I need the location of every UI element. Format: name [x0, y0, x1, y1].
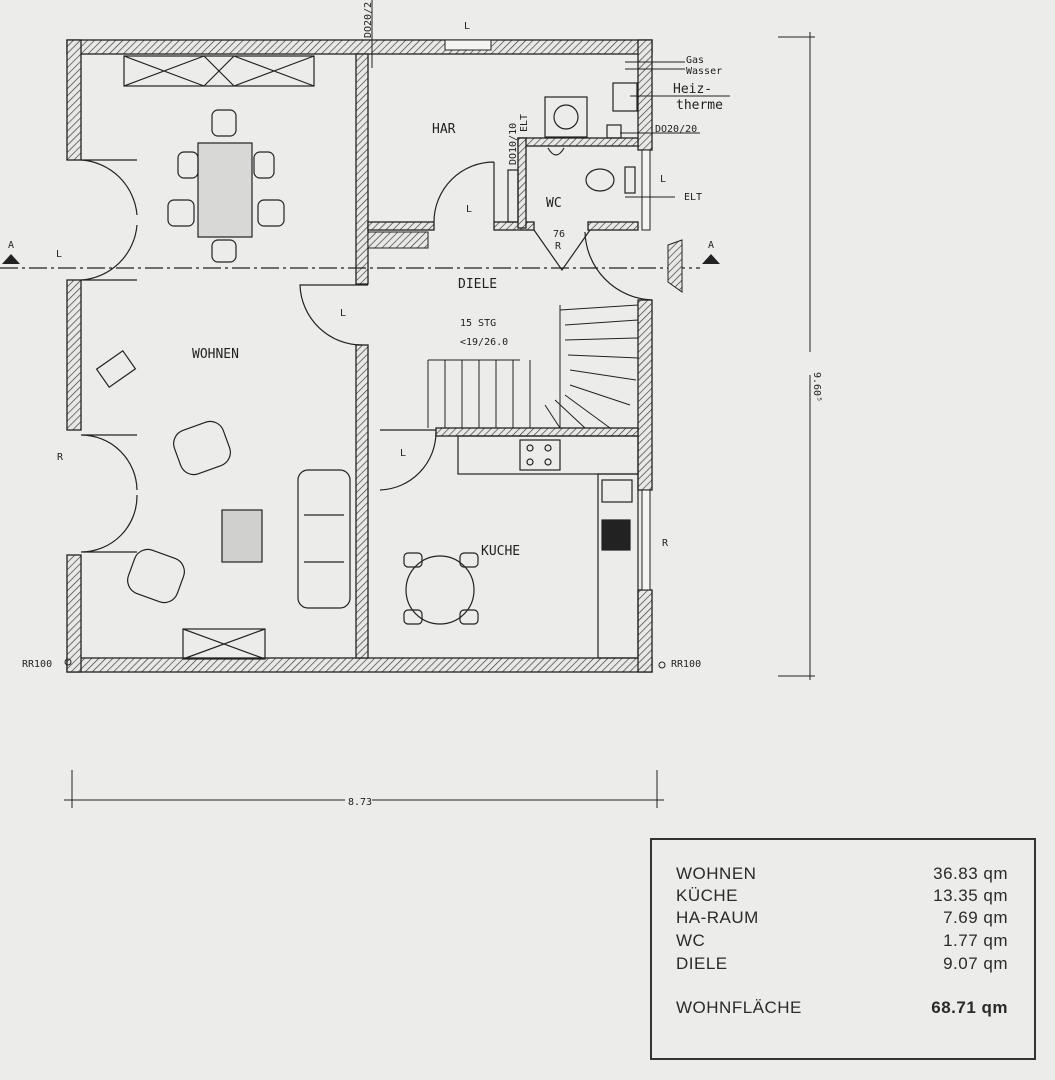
windows	[444, 39, 651, 591]
doors	[80, 159, 653, 553]
wc-door-r: R	[555, 241, 562, 252]
room-label-kuche: KUCHE	[481, 544, 520, 559]
duct-label-top: DO20/2	[363, 2, 374, 38]
section-marker-left	[2, 254, 20, 264]
heiz-label: Heiz-	[673, 82, 712, 97]
room-label-diele: DIELE	[458, 277, 497, 292]
dimension-height: 9.60⁵	[811, 372, 822, 402]
downpipe-right	[658, 661, 666, 669]
elt-label-1: ELT	[519, 114, 530, 132]
rr-label-left: RR100	[22, 659, 52, 670]
stairs-count: 15 STG	[460, 318, 496, 329]
section-label-right: A	[708, 240, 714, 251]
stairs-ratio: <19/26.0	[460, 337, 508, 348]
elt-label-2: ELT	[684, 192, 702, 203]
rr-label-right: RR100	[671, 659, 701, 670]
section-label-left: A	[8, 240, 14, 251]
dining-table	[197, 142, 253, 238]
wasser-label: Wasser	[686, 66, 722, 77]
r-label: R	[57, 452, 64, 463]
dimension-width: 8.73	[348, 797, 372, 808]
entry-step	[667, 239, 683, 293]
walls	[66, 39, 653, 673]
l-label: L	[660, 174, 666, 185]
duct-label-1: DO20/20	[655, 124, 697, 135]
l-label: L	[340, 308, 346, 319]
duct-label-2: DO10/10	[508, 123, 519, 165]
room-label-wohnen: WOHNEN	[192, 347, 239, 362]
furniture	[95, 55, 639, 660]
l-label: L	[466, 204, 472, 215]
gas-label: Gas	[686, 55, 704, 66]
r-label: R	[662, 538, 669, 549]
therme-label: therme	[676, 98, 723, 113]
l-label: L	[56, 249, 62, 260]
dimension-lines	[64, 32, 815, 808]
l-label: L	[464, 21, 470, 32]
wc-door-width: 76	[553, 229, 565, 240]
l-label: L	[400, 448, 406, 459]
room-label-wc: WC	[546, 196, 562, 211]
downpipe-left	[64, 658, 72, 666]
section-marker-right	[702, 254, 720, 264]
room-label-har: HAR	[432, 122, 456, 137]
service-lines	[371, 0, 730, 198]
staircase	[367, 231, 639, 429]
